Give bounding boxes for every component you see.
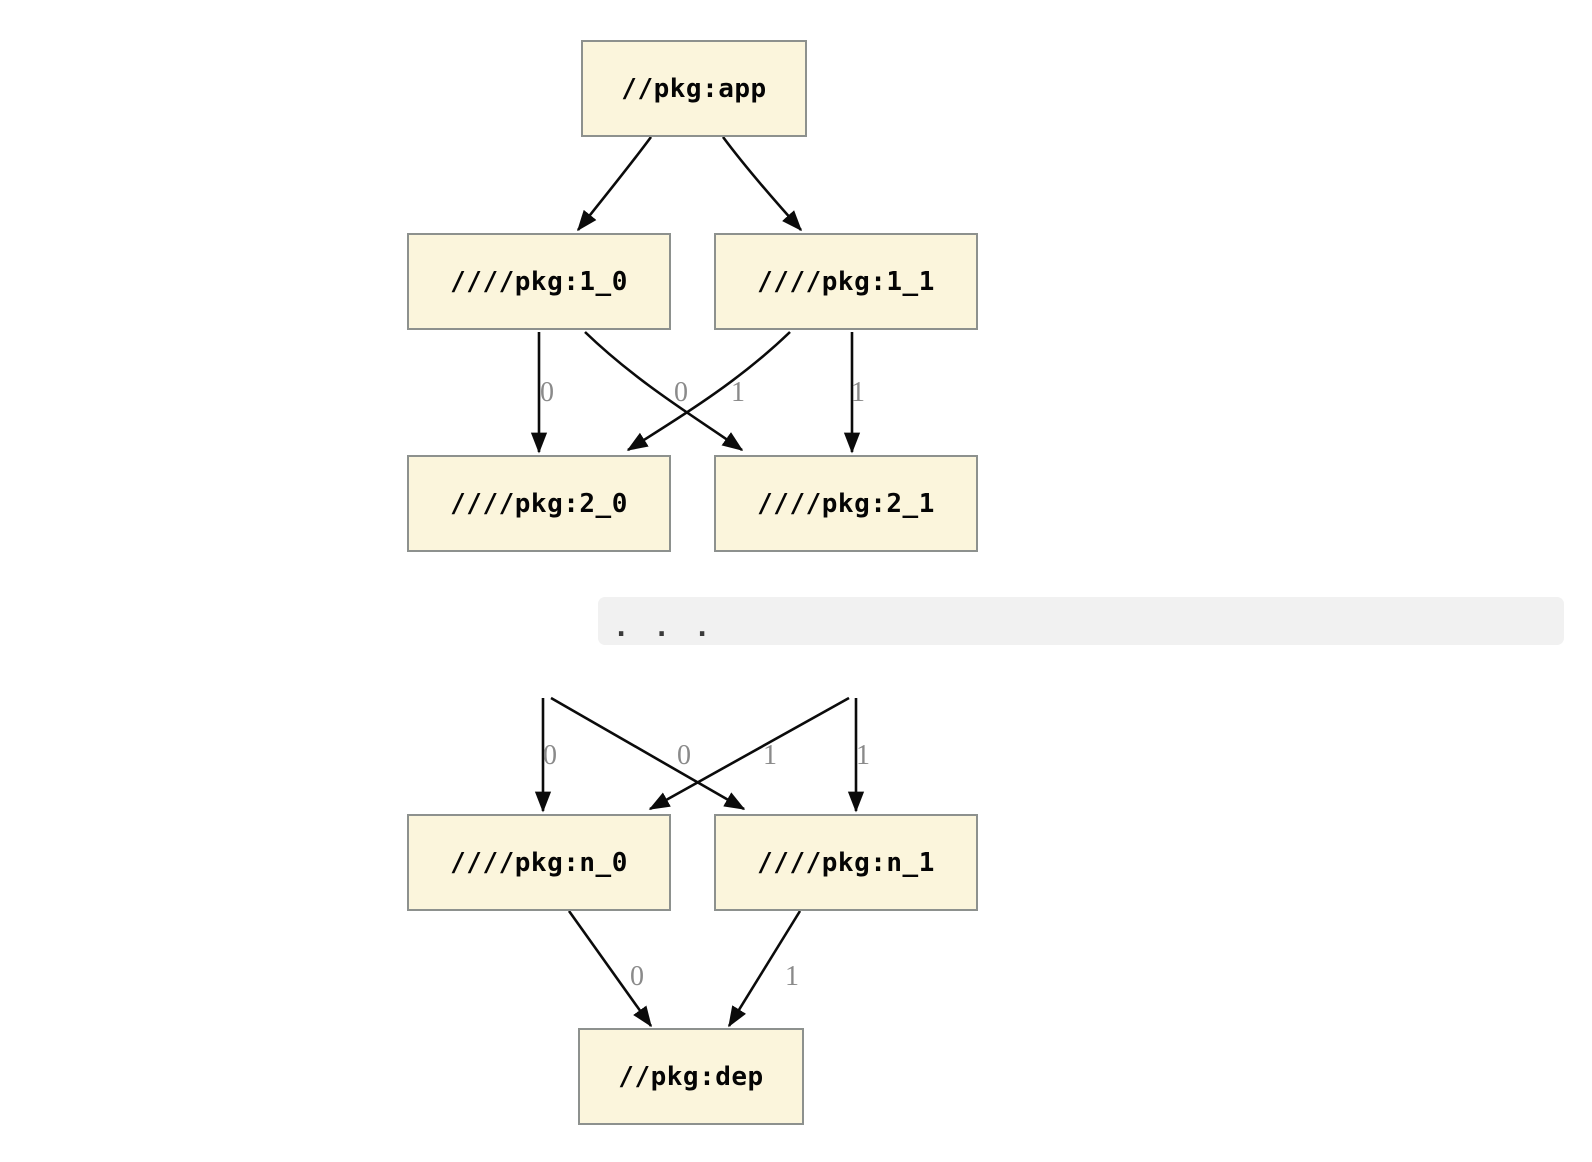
edge-label-pkg1_1-to-pkg2_0: 1 — [731, 377, 745, 408]
edge-pkgn_0-to-dep — [567, 910, 653, 1028]
ellipsis-dots: . . . — [613, 611, 711, 643]
graph-node-pkgn_0: ////pkg:n_0 — [407, 814, 671, 911]
graph-node-pkg2_0: ////pkg:2_0 — [407, 455, 671, 552]
edge-label-group: 0 0 1 1 0 0 1 1 0 1 — [540, 377, 870, 992]
node-label-pkg1_1: ////pkg:1_1 — [757, 266, 935, 297]
edge-label-pkg1_1-to-pkg2_1: 1 — [851, 377, 865, 408]
edge-label-pkg1_0-to-pkg2_0: 0 — [540, 377, 554, 408]
node-label-pkg1_0: ////pkg:1_0 — [450, 266, 628, 297]
edge-label-ellipsis-to-pkgn_1: 0 — [677, 740, 691, 771]
node-label-pkgn_1: ////pkg:n_1 — [757, 847, 935, 878]
graph-node-pkg1_0: ////pkg:1_0 — [407, 233, 671, 330]
edge-label-pkgn_1-to-dep: 1 — [785, 961, 799, 992]
graph-node-app: //pkg:app — [581, 40, 807, 137]
graph-node-pkg2_1: ////pkg:2_1 — [714, 455, 978, 552]
graph-node-pkg1_1: ////pkg:1_1 — [714, 233, 978, 330]
edge-ellipsis-to-pkgn_0 — [648, 696, 850, 811]
node-label-dep: //pkg:dep — [618, 1061, 764, 1092]
edge-label-pkg1_0-to-pkg2_1: 0 — [674, 377, 688, 408]
edge-app-to-pkg1_1 — [721, 136, 802, 232]
node-label-pkgn_0: ////pkg:n_0 — [450, 847, 628, 878]
edge-ellipsis-to-pkgn_1 — [550, 696, 746, 811]
edge-pkg1_0-to-pkg2_1 — [584, 331, 744, 452]
edge-label-ellipsis-to-pkgn_1: 1 — [856, 740, 870, 771]
node-label-app: //pkg:app — [621, 73, 767, 104]
edge-label-ellipsis-to-pkgn_0: 0 — [543, 740, 557, 771]
edge-label-ellipsis-to-pkgn_0: 1 — [763, 740, 777, 771]
edge-app-to-pkg1_0 — [576, 136, 653, 232]
node-label-pkg2_1: ////pkg:2_1 — [757, 488, 935, 519]
edge-pkg1_1-to-pkg2_0 — [626, 331, 791, 452]
edge-label-pkgn_0-to-dep: 0 — [630, 961, 644, 992]
edge-pkgn_1-to-dep — [727, 910, 802, 1028]
graph-node-pkgn_1: ////pkg:n_1 — [714, 814, 978, 911]
edge-group — [530, 136, 865, 1028]
ellipsis-bar: . . . — [598, 597, 1564, 645]
graph-node-dep: //pkg:dep — [578, 1028, 804, 1125]
node-label-pkg2_0: ////pkg:2_0 — [450, 488, 628, 519]
